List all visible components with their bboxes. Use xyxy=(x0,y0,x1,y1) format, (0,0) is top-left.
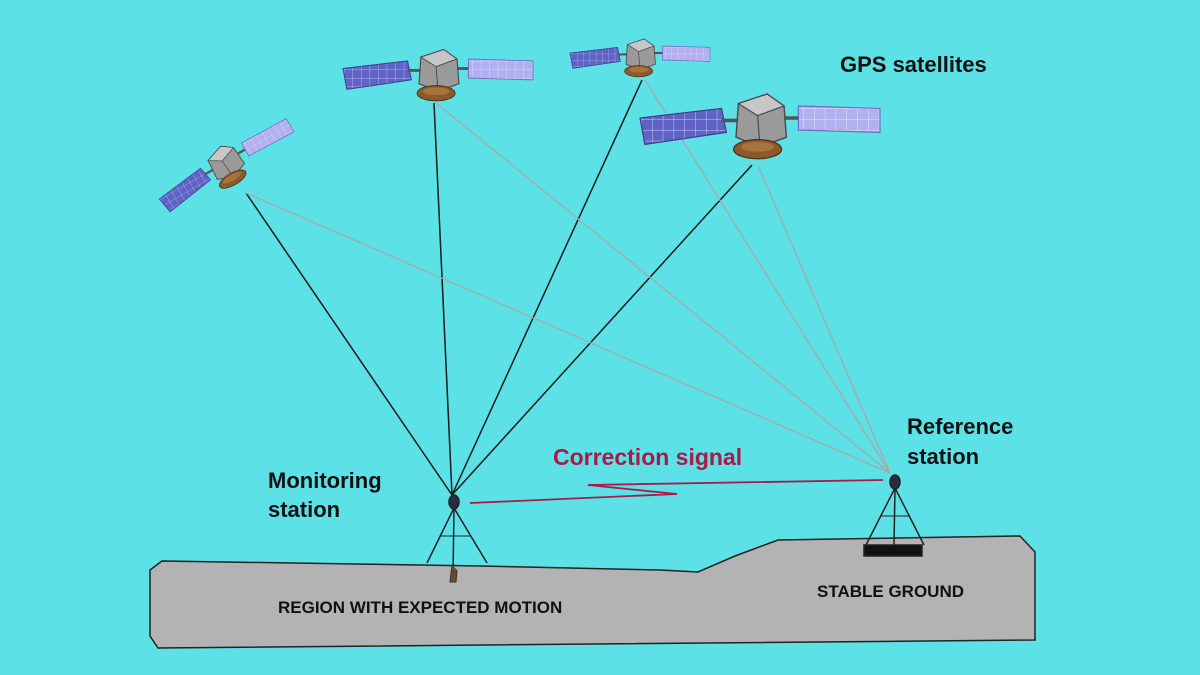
signal-line xyxy=(451,79,643,496)
signal-line xyxy=(433,102,453,496)
signal-line xyxy=(644,79,891,474)
signal-line xyxy=(757,164,891,474)
correction-signal-label: Correction signal xyxy=(553,444,742,470)
reference-station-label-line2: station xyxy=(907,444,979,469)
ground-profile xyxy=(149,535,1036,649)
satellite-icon xyxy=(341,48,535,103)
signals-to-monitoring-station xyxy=(245,79,753,496)
monitoring-station-label-line2: station xyxy=(268,497,340,522)
stable-ground-label: STABLE GROUND xyxy=(817,582,964,601)
satellite-icon xyxy=(568,37,712,78)
signal-line xyxy=(245,192,453,496)
signal-line xyxy=(435,102,891,474)
signal-line xyxy=(451,164,753,496)
correction-signal-line xyxy=(469,479,884,504)
satellite-icon xyxy=(638,92,882,161)
signal-line xyxy=(245,192,891,474)
gps-satellites-label: GPS satellites xyxy=(840,52,987,77)
region-motion-label: REGION WITH EXPECTED MOTION xyxy=(278,598,562,617)
signals-to-reference-station xyxy=(245,79,891,474)
monitoring-station-label-line1: Monitoring xyxy=(268,468,382,493)
satellite-icon xyxy=(150,109,304,223)
reference-station-label-line1: Reference xyxy=(907,414,1013,439)
monitoring-station-tripod-icon xyxy=(426,494,488,583)
reference-station-tripod-icon xyxy=(863,474,925,557)
